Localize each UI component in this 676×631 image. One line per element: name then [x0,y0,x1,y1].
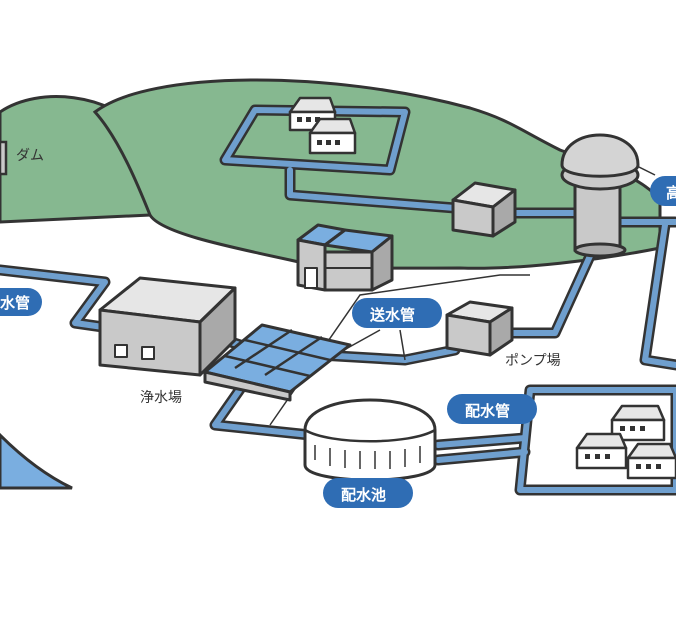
houses-town [575,404,676,480]
distribution-reservoir-pill: 配水池 [323,478,413,508]
house [626,442,676,480]
houses-hill [288,96,357,155]
pump-station [445,300,514,357]
house [610,404,666,442]
intake-pipe-label: 水管 [0,294,30,312]
dam-label: ダム [16,148,44,164]
elevated-tank-pill: 高 [650,176,676,206]
transmission-pipe-pill: 送水管 [352,298,442,328]
house [308,117,357,155]
hilltop-facility [451,181,517,238]
purification-plant [98,276,237,377]
house [288,96,337,132]
filter-basin [203,323,352,402]
pipes [0,104,676,496]
elevated-tank [560,133,640,258]
office-building [296,223,394,292]
distribution-pipe-pill: 配水管 [447,394,537,424]
house [575,432,628,470]
dam [0,140,8,176]
distribution-pipe-label: 配水管 [465,402,510,420]
lake [0,432,73,490]
intake-pipe-pill: 水管 [0,288,42,316]
purification-plant-label: 浄水場 [140,390,182,406]
distribution-reservoir [303,398,437,482]
distribution-reservoir-label: 配水池 [341,486,386,504]
elevated-tank-label: 高 [666,184,676,202]
pump-station-label: ポンプ場 [505,353,561,369]
transmission-pipe-label: 送水管 [369,306,415,324]
